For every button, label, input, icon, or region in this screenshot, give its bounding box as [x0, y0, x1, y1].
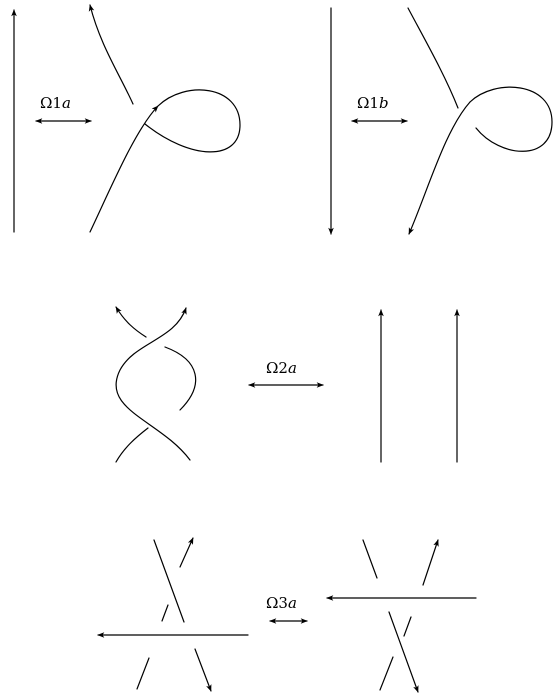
omega3a-left-diagonal-descending	[153, 539, 185, 623]
omega3a-left-ascending-upper	[179, 537, 194, 568]
omega2a-label: Ω2a	[266, 359, 297, 377]
omega1a-loop-upper-strand	[88, 4, 134, 105]
omega2a-strand-under-middle	[164, 346, 197, 411]
omega3a-panel: Ω3a	[97, 537, 477, 693]
omega3a-label-greek: Ω3	[266, 594, 288, 612]
omega1a-label-letter: a	[62, 94, 71, 112]
omega2a-strand-under-bottom	[115, 427, 149, 463]
omega3a-right-descending-upper	[362, 539, 378, 579]
omega1a-loop-curve	[144, 89, 241, 153]
omega2a-strand-under-top	[115, 306, 147, 338]
omega1b-loop-curve	[469, 86, 553, 152]
omega1a-loop-over-strand	[89, 105, 159, 233]
omega2a-strand-over	[115, 307, 191, 461]
omega3a-label: Ω3a	[266, 594, 297, 612]
omega3a-left-diagonal-descending-lower	[194, 648, 212, 692]
omega1b-loop-upper-strand	[407, 7, 459, 109]
omega1b-loop-over-strand	[408, 101, 471, 235]
omega1a-label-greek: Ω1	[40, 94, 62, 112]
omega3a-right-ascending-middle	[403, 616, 412, 637]
omega1a-panel: Ω1a	[11, 4, 241, 233]
omega2a-label-greek: Ω2	[266, 359, 288, 377]
omega2a-label-letter: a	[288, 359, 297, 377]
omega3a-right-ascending-lower	[379, 656, 394, 691]
omega2a-panel: Ω2a	[115, 306, 460, 463]
omega1b-label-letter: b	[379, 94, 389, 112]
omega3a-left-ascending-lower	[136, 657, 150, 690]
omega3a-left-ascending-middle	[161, 604, 169, 622]
omega1b-label-greek: Ω1	[357, 94, 379, 112]
omega3a-right-ascending-upper	[422, 539, 439, 586]
omega1b-panel: Ω1b	[328, 7, 553, 235]
omega1a-label: Ω1a	[40, 94, 71, 112]
omega3a-right-descending-lower	[388, 611, 419, 693]
omega1b-label: Ω1b	[357, 94, 389, 112]
omega3a-label-letter: a	[288, 594, 297, 612]
